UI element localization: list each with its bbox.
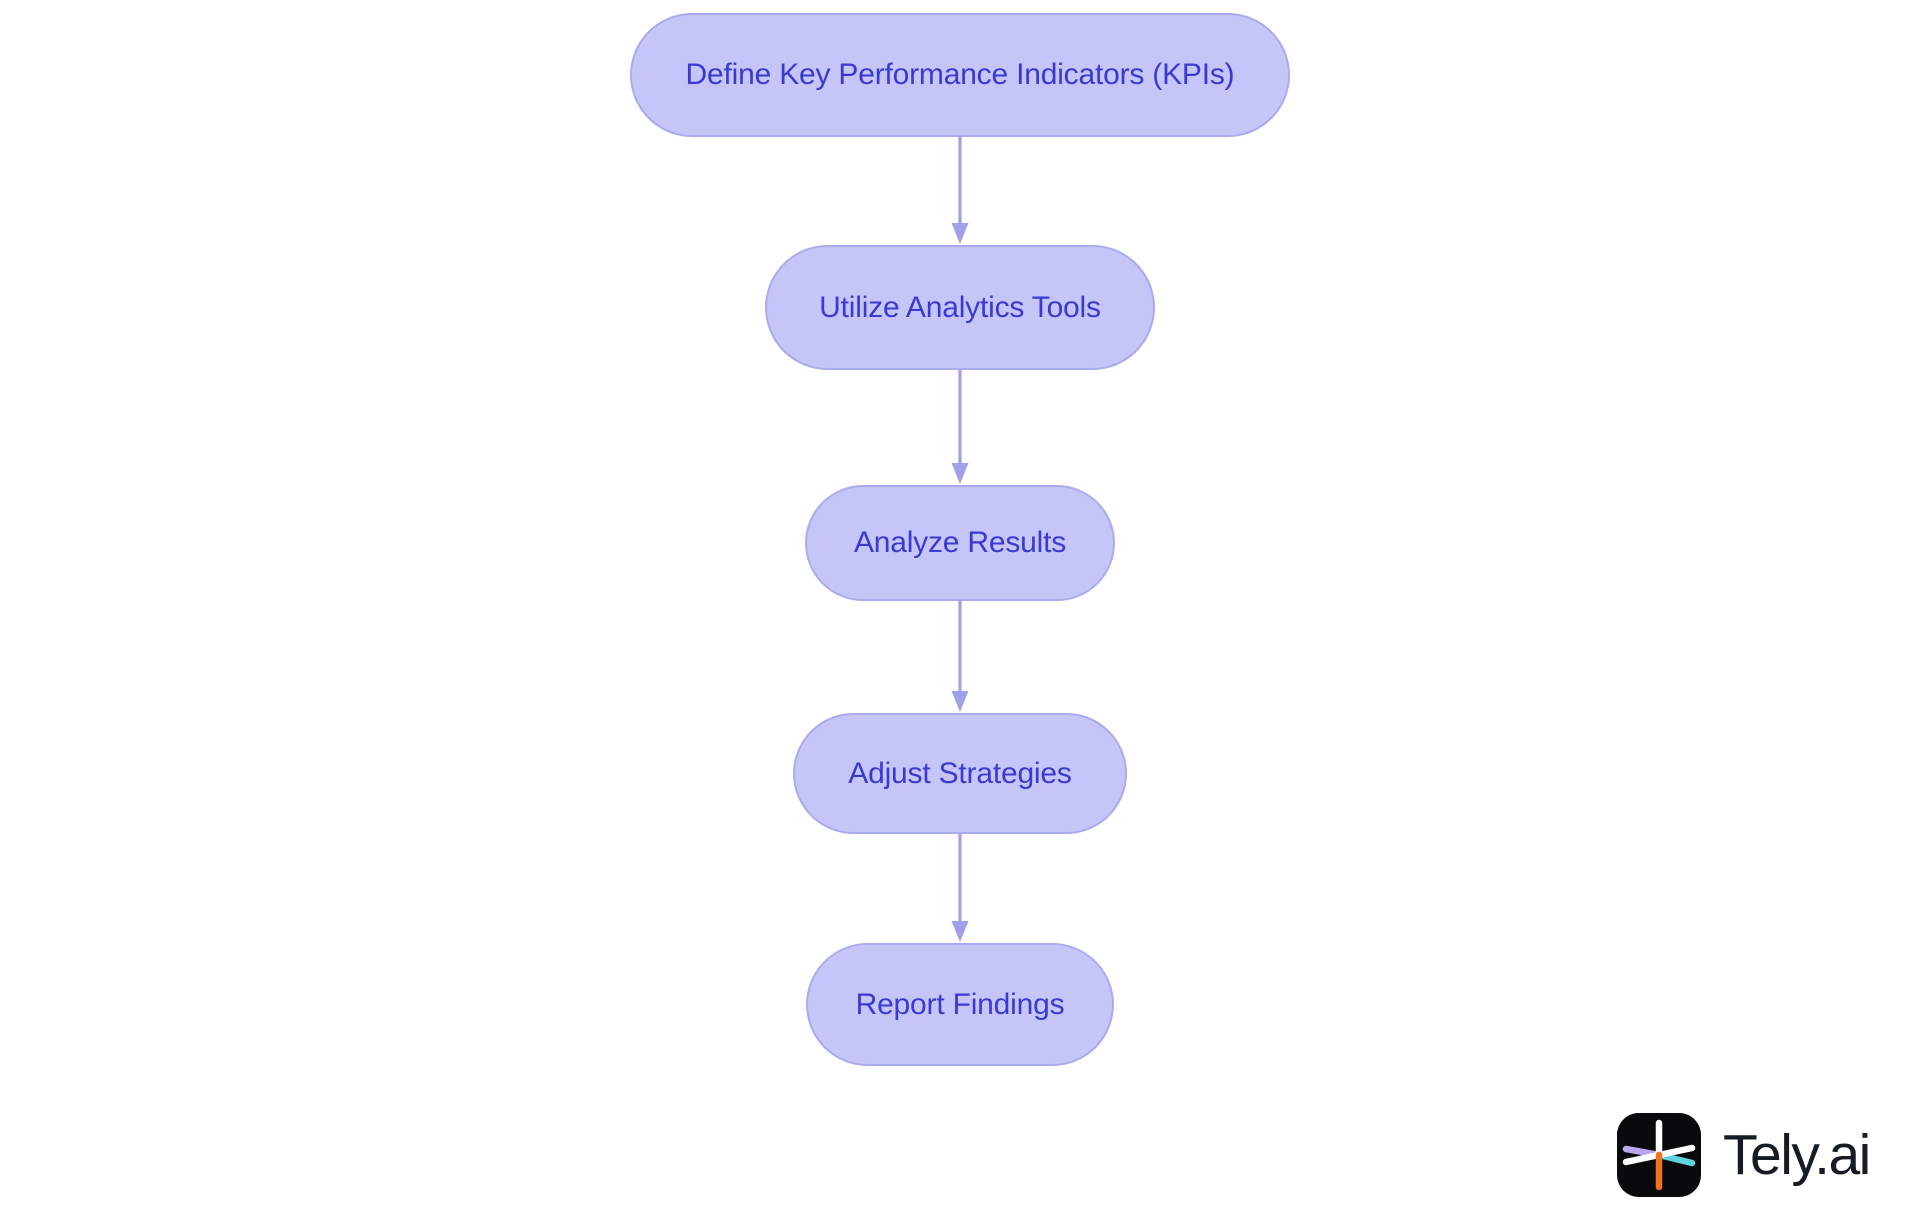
flow-node-label: Utilize Analytics Tools (819, 290, 1101, 324)
flow-node-label: Adjust Strategies (848, 756, 1072, 790)
flow-node-utilize-analytics-tools[interactable]: Utilize Analytics Tools (765, 245, 1155, 370)
flow-arrow-kpi-to-tools (947, 137, 973, 245)
flow-arrow-analyze-to-adjust (947, 601, 973, 713)
flowchart: Define Key Performance Indicators (KPIs)… (630, 13, 1290, 1066)
flow-node-label: Report Findings (855, 987, 1065, 1021)
flow-node-analyze-results[interactable]: Analyze Results (805, 485, 1115, 601)
tely-ai-logo-mark-icon (1617, 1113, 1701, 1197)
tely-ai-logo: Tely.ai (1617, 1113, 1871, 1197)
flow-node-define-kpis[interactable]: Define Key Performance Indicators (KPIs) (630, 13, 1290, 137)
tely-ai-wordmark: Tely.ai (1723, 1122, 1871, 1187)
flow-node-label: Analyze Results (853, 526, 1067, 559)
flow-arrow-adjust-to-report (947, 834, 973, 943)
flow-node-label: Define Key Performance Indicators (KPIs) (685, 58, 1235, 91)
flow-arrow-tools-to-analyze (947, 370, 973, 485)
flow-node-report-findings[interactable]: Report Findings (806, 943, 1114, 1066)
flow-node-adjust-strategies[interactable]: Adjust Strategies (793, 713, 1127, 834)
